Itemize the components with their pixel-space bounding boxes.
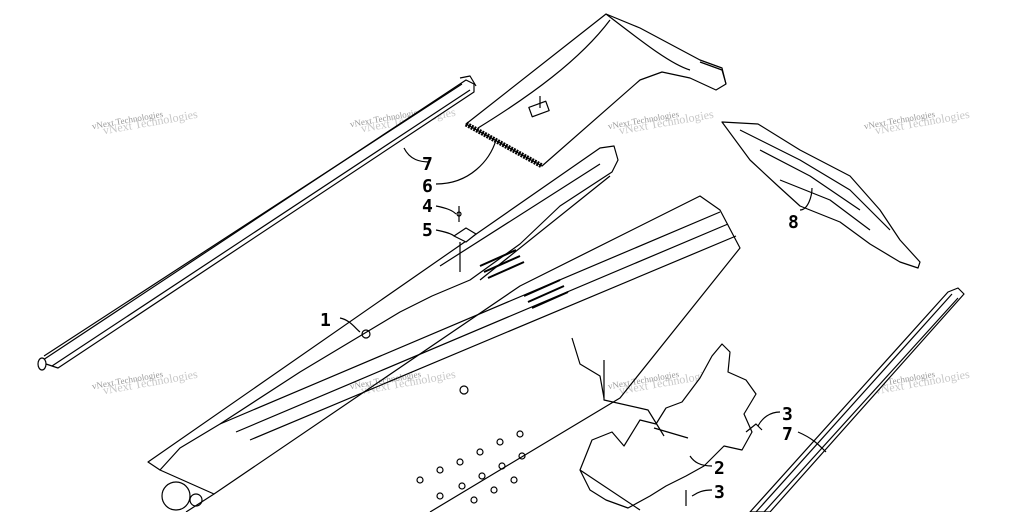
leader-line (797, 431, 827, 453)
leader-line (435, 229, 455, 237)
callout-7: 7 (422, 154, 433, 175)
callout-1: 1 (320, 310, 331, 331)
leader-line (403, 147, 431, 163)
side-panel-part (721, 121, 921, 269)
callout-3: 3 (714, 482, 725, 503)
leader-line (689, 455, 713, 467)
leader-line (435, 139, 497, 185)
leader-line (339, 317, 361, 333)
callout-6: 6 (422, 176, 433, 197)
callout-3: 3 (782, 404, 793, 425)
bracket-part (453, 227, 477, 272)
callout-5: 5 (422, 220, 433, 241)
leader-line (691, 489, 713, 497)
rail-right-part (749, 287, 965, 512)
rail-left-part (37, 75, 477, 371)
leader-line (757, 411, 781, 427)
leader-line (435, 205, 457, 215)
leader-line (799, 187, 813, 211)
tunnel-part (147, 145, 741, 512)
callout-8: 8 (788, 212, 799, 233)
callout-2: 2 (714, 458, 725, 479)
top-cover-part (464, 13, 727, 169)
screw-part (685, 423, 763, 506)
screw-part (456, 206, 462, 222)
callout-7: 7 (782, 424, 793, 445)
guard-part (571, 337, 757, 511)
callout-4: 4 (422, 196, 433, 217)
